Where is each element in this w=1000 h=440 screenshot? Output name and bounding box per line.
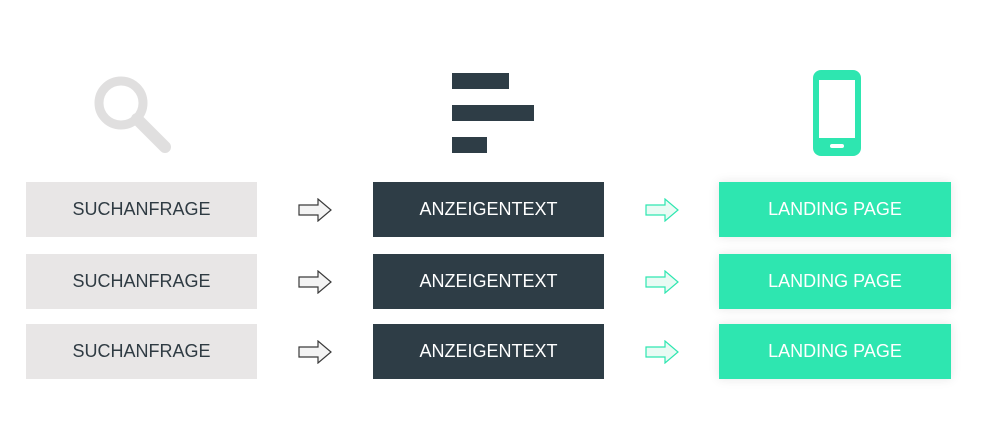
landing-page-box: LANDING PAGE: [719, 254, 951, 309]
arrow-right-green-icon: [645, 339, 679, 365]
ad-text-label: ANZEIGENTEXT: [419, 199, 558, 219]
query-box: SUCHANFRAGE: [26, 254, 257, 309]
smartphone-icon: [813, 70, 861, 156]
ad-text-box: ANZEIGENTEXT: [373, 254, 604, 309]
query-label: SUCHANFRAGE: [72, 199, 211, 219]
landing-page-box: LANDING PAGE: [719, 182, 951, 237]
arrow-right-green-icon: [645, 197, 679, 223]
query-label: SUCHANFRAGE: [72, 341, 211, 361]
ad-text-box: ANZEIGENTEXT: [373, 182, 604, 237]
ad-text-label: ANZEIGENTEXT: [419, 341, 558, 361]
query-box: SUCHANFRAGE: [26, 324, 257, 379]
arrow-right-outline-icon: [298, 197, 332, 223]
arrow-right-outline-icon: [298, 339, 332, 365]
arrow-right-outline-icon: [298, 269, 332, 295]
ad-text-label: ANZEIGENTEXT: [419, 271, 558, 291]
landing-page-label: LANDING PAGE: [768, 341, 902, 361]
ad-text-box: ANZEIGENTEXT: [373, 324, 604, 379]
search-icon: [86, 68, 174, 156]
text-lines-icon: [452, 73, 536, 155]
query-box: SUCHANFRAGE: [26, 182, 257, 237]
landing-page-label: LANDING PAGE: [768, 271, 902, 291]
arrow-right-green-icon: [645, 269, 679, 295]
landing-page-box: LANDING PAGE: [719, 324, 951, 379]
query-label: SUCHANFRAGE: [72, 271, 211, 291]
landing-page-label: LANDING PAGE: [768, 199, 902, 219]
